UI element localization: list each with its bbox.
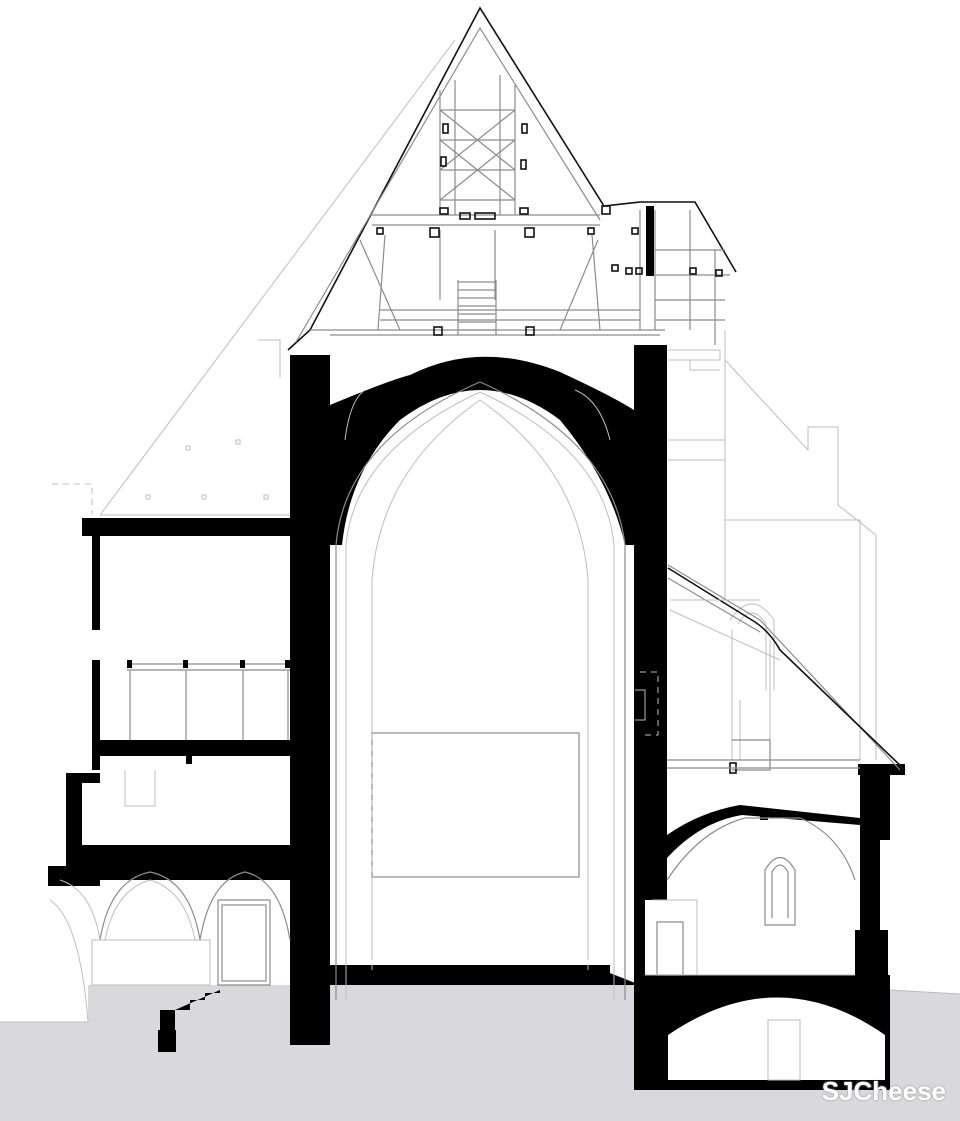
roof-truss: [377, 75, 730, 345]
watermark: SJCheese: [821, 1076, 946, 1106]
main-roof: [287, 6, 737, 351]
background-right-elevation: [668, 330, 877, 760]
left-annex-interior: [49, 660, 291, 1023]
background-left-roof: [52, 39, 456, 516]
nave-interior: [335, 381, 626, 1000]
nave-section-cut: [290, 345, 890, 1090]
right-chapel-section: [635, 564, 906, 1081]
left-annex-section-cut: [48, 518, 300, 1052]
roof-beam-sections: [376, 123, 723, 336]
ground-lines: [0, 989, 960, 1023]
